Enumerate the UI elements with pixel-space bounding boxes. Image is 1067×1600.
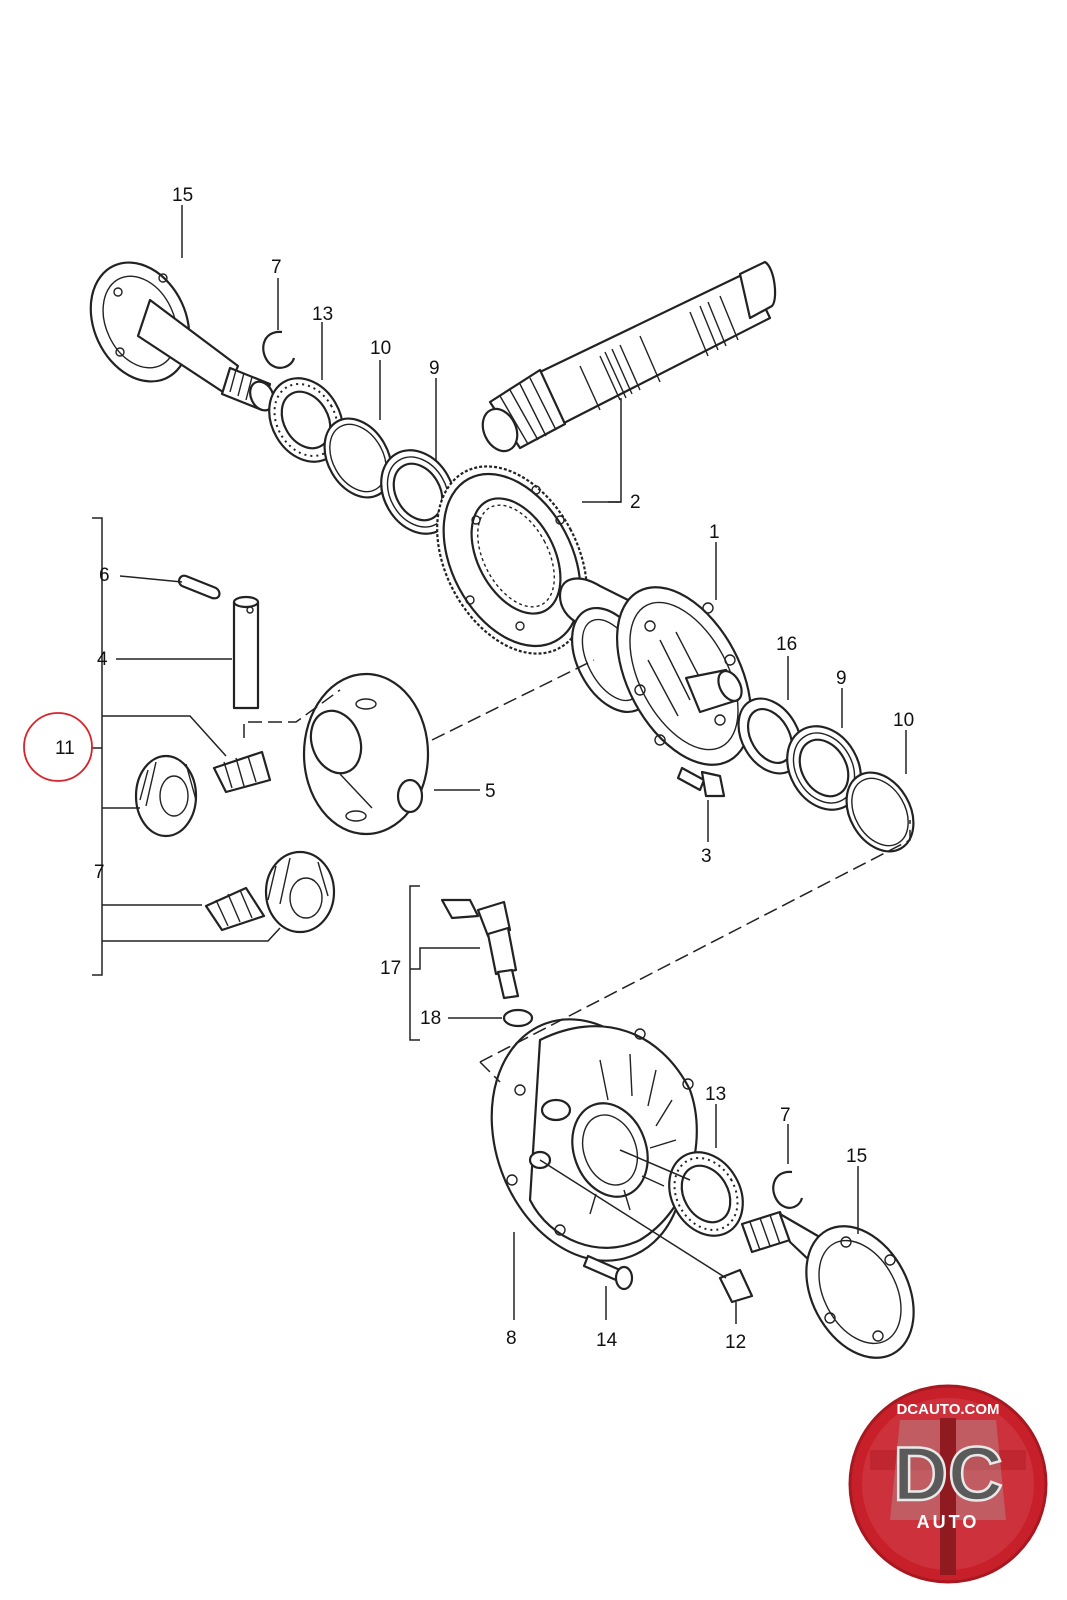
label-17: 17 [380,958,401,979]
o-ring-18[interactable] [502,1008,534,1028]
dcauto-logo: DCAUTO.COM DC AUTO [848,1384,1048,1584]
logo-word: AUTO [917,1512,980,1532]
highlight-circle-part-11[interactable] [23,712,93,782]
differential-spider-5[interactable] [302,672,430,836]
label-16: 16 [776,634,797,655]
leader-lines [92,205,907,1324]
label-7-left: 7 [94,862,105,883]
pinion-shaft[interactable] [476,260,777,457]
label-10-top: 10 [370,338,391,359]
label-12: 12 [725,1332,746,1353]
label-6: 6 [99,565,110,586]
label-9-top: 9 [429,358,440,379]
shim-ring-right[interactable] [833,761,927,864]
label-15-top: 15 [172,185,193,206]
circlip-top[interactable] [262,330,296,369]
label-1: 1 [709,522,720,543]
planet-gear-upper[interactable] [212,750,272,794]
label-10-right: 10 [893,710,914,731]
drive-flange-shaft-bottom[interactable] [740,1208,935,1377]
label-14: 14 [596,1330,618,1351]
logo-initials: DC [893,1432,1003,1517]
transmission-cover[interactable] [459,992,717,1288]
pinion-cross-shaft-4[interactable] [232,595,260,710]
label-5: 5 [485,781,496,802]
drive-flange-shaft-top[interactable] [72,246,278,414]
label-4: 4 [97,649,108,670]
taper-bearing-top[interactable] [367,437,470,547]
circlip-bottom[interactable] [772,1170,804,1209]
differential-housing[interactable] [556,565,779,787]
label-9-right: 9 [836,668,847,689]
label-15-bottom: 15 [846,1146,867,1167]
roll-pin-6[interactable] [177,574,221,600]
shim-ring-top[interactable] [311,407,405,510]
label-18: 18 [420,1008,441,1029]
label-7-bottom: 7 [780,1105,791,1126]
planet-gear-lower[interactable] [204,886,266,932]
label-7-top: 7 [271,257,282,278]
label-8: 8 [506,1328,517,1349]
plug-12[interactable] [718,1268,754,1304]
part-number-labels: 15 7 13 10 9 2 1 16 9 10 3 5 6 4 11 7 17… [55,185,914,1353]
locking-ring[interactable] [726,687,814,784]
label-3: 3 [701,846,712,867]
taper-bearing-right[interactable] [773,713,876,823]
hex-bolt-3[interactable] [676,766,726,798]
label-13-top: 13 [312,304,333,325]
assembly-axis-lines [243,659,911,1279]
speed-sensor-17[interactable] [440,898,520,1000]
side-gear-left[interactable] [134,754,198,838]
ring-gear[interactable] [407,441,617,680]
logo-site-text: DCAUTO.COM [896,1401,999,1418]
label-11: 11 [55,738,75,759]
side-gear-right[interactable] [264,850,336,934]
label-13-bottom: 13 [705,1084,726,1105]
bolt-14[interactable] [582,1254,634,1291]
label-2: 2 [630,492,641,513]
oil-seal-bottom[interactable] [655,1139,758,1249]
